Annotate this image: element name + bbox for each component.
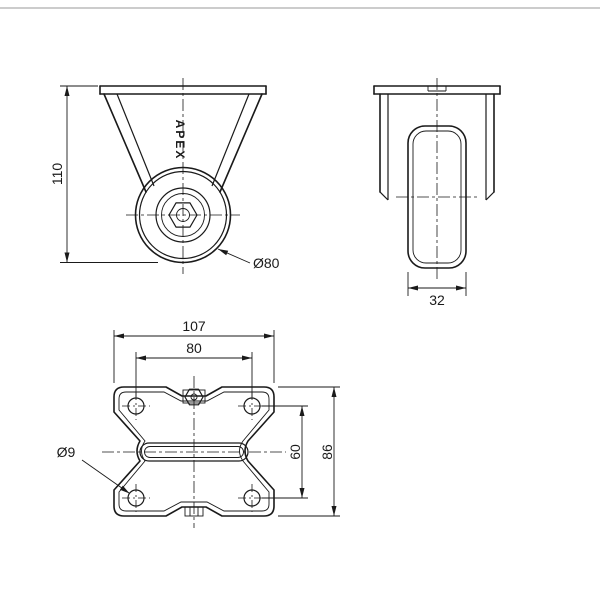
dim-bolt-spacing-v: 60 [262,405,308,499]
front-wheel [134,166,232,264]
side-wheel [407,125,467,269]
plate-outline-inner [118,391,270,512]
side-fork [379,93,495,201]
dim-wheel-width: 32 [407,272,467,308]
slot-inner [144,446,244,458]
slot-outer [139,442,249,462]
dim-label-32: 32 [429,292,445,308]
plate-bottom-boss [184,506,204,517]
wheel-tread-circle [138,170,228,260]
dim-plate-width: 107 [113,318,275,383]
front-fork [103,93,263,193]
dim-plate-height: 86 [278,386,340,517]
wheel-hub-inner-circle [161,193,205,237]
plate-top-boss [182,388,206,406]
plate-view: 107 80 Ø9 60 [57,318,340,528]
front-top-plate [99,85,267,95]
side-wheel-outline [407,125,467,269]
dim-hole-diameter: Ø9 [57,444,130,494]
dim-overall-height: 110 [49,85,158,263]
kingpin-hex [184,388,204,406]
axle-hex-nut [168,202,198,228]
side-top-plate [373,85,501,95]
plate-outline-outer [113,386,275,517]
dim-label-60: 60 [287,444,303,460]
dim-bolt-spacing-h: 80 [135,340,253,397]
dim-label-110: 110 [49,163,65,186]
dim-wheel-diameter: Ø80 [217,248,280,271]
axle-bolt-circle [176,208,190,222]
wheel-outer-circle [134,166,232,264]
dim-label-86: 86 [319,444,335,460]
side-view: 32 [373,78,501,308]
front-view: APEX 110 Ø80 [49,78,280,274]
plate-center-slot [139,442,249,462]
dim-label-o9: Ø9 [57,444,76,460]
wheel-hub-outer-circle [155,187,211,243]
side-wheel-inner-line [412,130,462,264]
dim-label-o80: Ø80 [253,255,280,271]
brand-mark: APEX [173,120,187,161]
dim-label-107: 107 [182,318,206,334]
dim-label-80: 80 [186,340,202,356]
